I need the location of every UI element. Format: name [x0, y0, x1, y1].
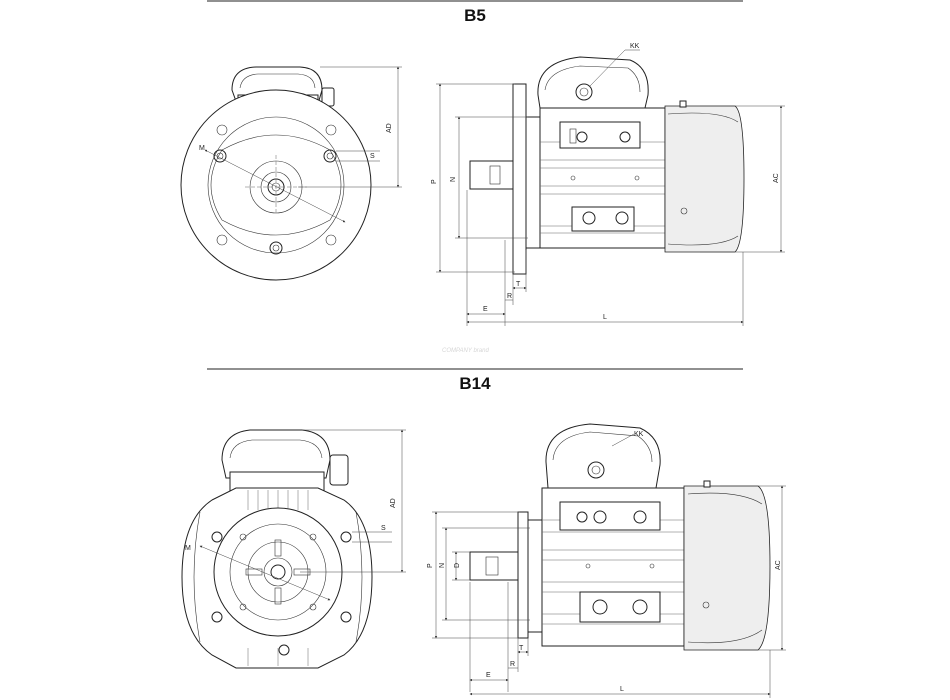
- label-m-b14: M: [185, 545, 191, 552]
- label-s-b5: S: [370, 153, 375, 160]
- label-r-b14: R: [510, 661, 515, 668]
- label-p-b5: P: [431, 179, 438, 184]
- label-l-b5: L: [603, 314, 607, 321]
- label-kk-b14: KK: [634, 431, 644, 438]
- watermark: COMPANY brand: [442, 348, 489, 354]
- label-e-b14: E: [486, 672, 491, 679]
- label-ad-b14: AD: [390, 498, 397, 508]
- label-d-b14: D: [454, 563, 461, 568]
- label-ac-b14: AC: [775, 560, 782, 570]
- label-r-b5: R: [507, 293, 512, 300]
- label-m-b5: M: [199, 145, 205, 152]
- front-view-b14: M S AD: [181, 429, 406, 669]
- section-title-b5: B5: [464, 6, 486, 25]
- label-ad-b5: AD: [386, 123, 393, 133]
- section-title-b14: B14: [459, 374, 491, 393]
- label-ac-b5: AC: [773, 173, 780, 183]
- label-p-b14: P: [427, 563, 434, 568]
- label-n-b14: N: [439, 563, 446, 568]
- side-view-b14: KK: [427, 423, 786, 698]
- section-b14: B14: [181, 368, 786, 698]
- side-view-b5: KK: [431, 43, 785, 326]
- label-s-b14: S: [381, 525, 386, 532]
- label-n-b5: N: [450, 177, 457, 182]
- label-e-b5: E: [483, 306, 488, 313]
- label-t-b5: T: [516, 281, 521, 288]
- front-view-b5: M S AD: [180, 66, 402, 281]
- label-t-b14: T: [519, 645, 524, 652]
- label-kk-b5: KK: [630, 43, 640, 50]
- section-b5: B5 M: [180, 0, 785, 354]
- label-l-b14: L: [620, 686, 624, 693]
